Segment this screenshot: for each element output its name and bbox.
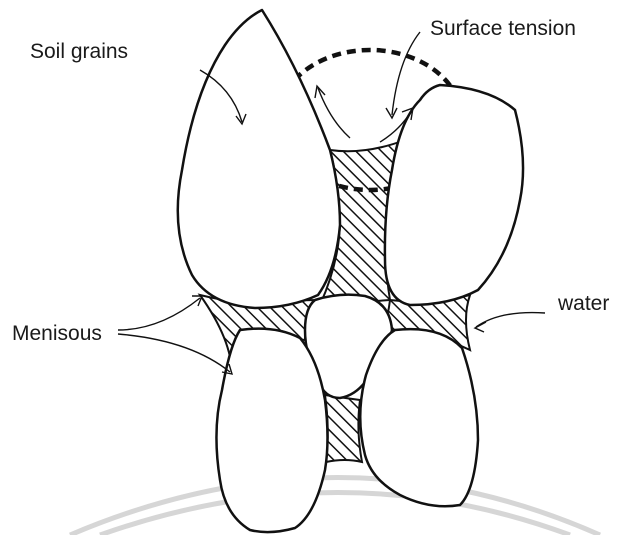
soil-grain-bottom-left — [216, 329, 327, 532]
label-menisous: Menisous — [12, 322, 102, 345]
arrow-water — [476, 313, 545, 327]
watermark-arc-outer — [70, 478, 600, 536]
label-surface-tension: Surface tension — [430, 17, 576, 40]
arrow-surface-tension-head — [386, 108, 397, 118]
arrow-surface-tension — [392, 32, 420, 115]
watermark-arcs — [70, 478, 600, 536]
soil-grain-top-right — [385, 85, 523, 305]
soil-grain-bottom-right — [360, 329, 478, 506]
label-soil-grains: Soil grains — [30, 40, 128, 63]
arrow-menisous-lower — [118, 334, 230, 372]
label-water: water — [557, 292, 609, 315]
water-neck-lower — [325, 395, 362, 462]
arrow-menisous-upper — [118, 298, 200, 330]
soil-grain-top-left — [178, 10, 340, 308]
